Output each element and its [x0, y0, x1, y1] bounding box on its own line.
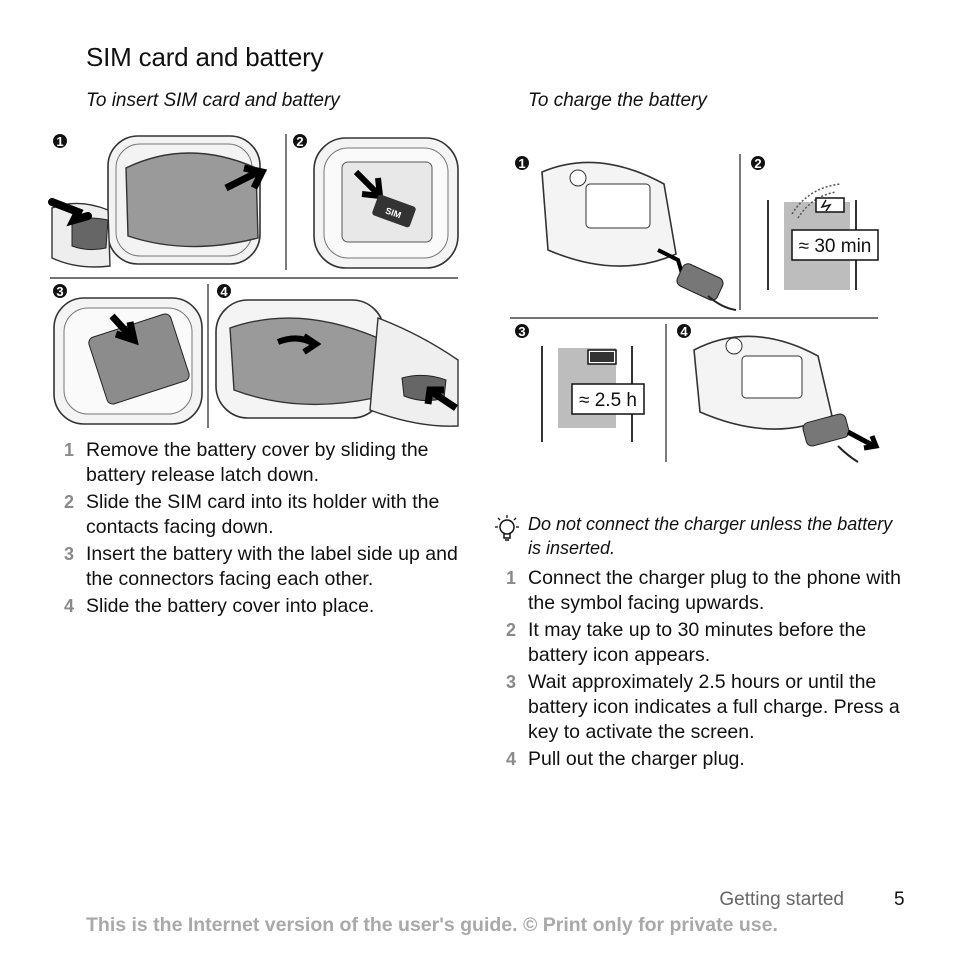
- figure-number: 1: [56, 134, 63, 149]
- charge-steps-list: 1 Connect the charger plug to the phone w…: [500, 566, 910, 774]
- step-text: Connect the charger plug to the phone wi…: [528, 567, 901, 614]
- step-text: Slide the SIM card into its holder with …: [86, 491, 440, 538]
- figure-number-badge: [515, 324, 529, 338]
- step-text: Pull out the charger plug.: [528, 748, 745, 770]
- insert-heading: To insert SIM card and battery: [86, 90, 340, 111]
- step-number: 2: [64, 492, 75, 512]
- list-item: 4 Pull out the charger plug.: [500, 747, 910, 772]
- figure-number-badge: [53, 284, 67, 298]
- charge-figure-4: 4: [677, 324, 880, 463]
- insert-illustration: 1 2 SIM 3 4: [48, 134, 459, 428]
- list-item: 4 Slide the battery cover into place.: [58, 594, 468, 619]
- charge-illustration: 1 2 ≈ 30 min 3 ≈ 2.5 h 4: [510, 154, 880, 463]
- step-number: 4: [64, 596, 75, 616]
- list-item: 3 Wait approximately 2.5 hours or until t…: [500, 670, 910, 745]
- page-title: SIM card and battery: [86, 42, 324, 72]
- list-item: 1 Remove the battery cover by sliding the…: [58, 438, 468, 488]
- figure-number: 3: [56, 284, 63, 299]
- page-number: 5: [894, 889, 905, 910]
- step-number: 1: [506, 568, 517, 588]
- figure-number: 1: [518, 156, 525, 171]
- footer-section-name: Getting started: [719, 889, 844, 910]
- insert-steps-list: 1 Remove the battery cover by sliding the…: [58, 438, 468, 621]
- charge-figure-3: 3 ≈ 2.5 h: [515, 324, 645, 442]
- figure-number: 3: [518, 324, 525, 339]
- step-number: 2: [506, 620, 517, 640]
- list-item: 3 Insert the battery with the label side …: [58, 542, 468, 592]
- figure-number-badge: [217, 284, 231, 298]
- step-number: 1: [64, 440, 75, 460]
- charge-figure-1: 1: [515, 156, 737, 311]
- insert-figure-1: 1: [48, 134, 268, 268]
- list-item: 2 Slide the SIM card into its holder with…: [58, 490, 468, 540]
- figure-number-badge: [677, 324, 691, 338]
- charge-time-label-30min: ≈ 30 min: [799, 236, 872, 257]
- step-text: It may take up to 30 minutes before the …: [528, 619, 867, 666]
- insert-figure-3: 3: [53, 284, 203, 425]
- insert-figure-4: 4: [215, 284, 459, 427]
- insert-figure-2: 2 SIM: [293, 134, 459, 269]
- figure-number-badge: [293, 134, 307, 148]
- step-number: 4: [506, 749, 517, 769]
- figure-number: 2: [754, 156, 761, 171]
- step-number: 3: [64, 544, 75, 564]
- charge-figure-2: 2 ≈ 30 min: [751, 156, 879, 290]
- lightbulb-icon: [495, 515, 519, 541]
- step-text: Wait approximately 2.5 hours or until th…: [528, 671, 900, 743]
- list-item: 1 Connect the charger plug to the phone w…: [500, 566, 910, 616]
- tip-text: Do not connect the charger unless the ba…: [528, 514, 893, 558]
- figure-number-badge: [53, 134, 67, 148]
- figure-number: 2: [296, 134, 303, 149]
- step-text: Remove the battery cover by sliding the …: [86, 439, 429, 486]
- step-number: 3: [506, 672, 517, 692]
- footer-notice: This is the Internet version of the user…: [86, 914, 778, 936]
- figure-number-badge: [751, 156, 765, 170]
- step-text: Slide the battery cover into place.: [86, 595, 375, 617]
- step-text: Insert the battery with the label side u…: [86, 543, 458, 590]
- list-item: 2 It may take up to 30 minutes before the…: [500, 618, 910, 668]
- charge-heading: To charge the battery: [528, 90, 707, 111]
- figure-number: 4: [680, 324, 688, 339]
- figure-number: 4: [220, 284, 228, 299]
- charge-time-label-2-5h: ≈ 2.5 h: [579, 390, 637, 411]
- figure-number-badge: [515, 156, 529, 170]
